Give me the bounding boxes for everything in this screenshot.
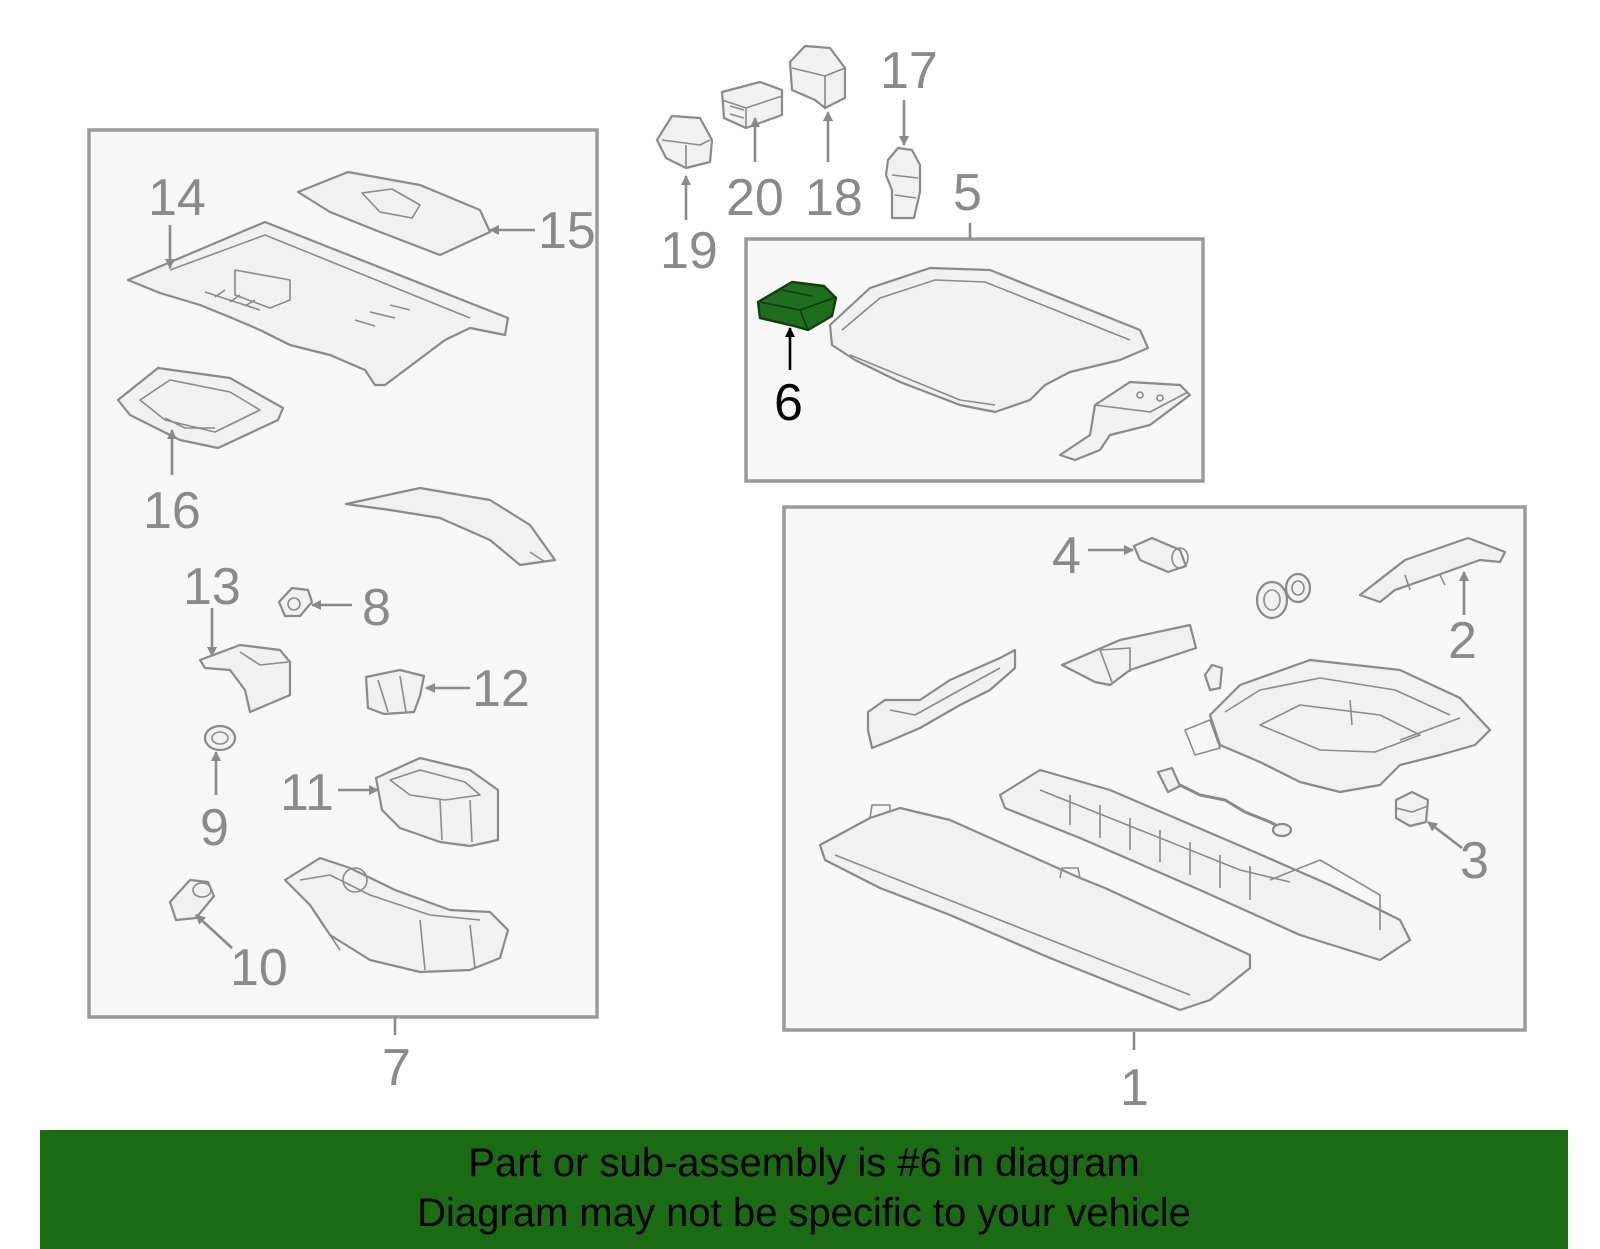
callout-1: 1 [1120,1059,1149,1117]
part-storage-bin [283,856,510,974]
callout-10: 10 [230,939,288,997]
part-5-armrest-lid [828,266,1150,414]
callout-7: 7 [382,1039,411,1097]
part-9-grommet [203,724,237,752]
part-20-switch-block [720,80,784,130]
part-11-cup-holder [374,756,500,848]
part-10-connector [168,878,216,922]
callout-9: 9 [200,799,229,857]
part-14-tray [126,220,510,387]
part-side-bracket [866,648,1017,750]
callout-12: 12 [472,660,530,718]
part-grille-panel [998,768,1412,962]
callout-11: 11 [280,764,334,822]
part-wire-harness [1156,766,1293,838]
part-6-latch-highlighted [756,280,838,332]
part-lid-strip [344,486,557,567]
part-13-bracket [198,643,292,714]
leader-3 [1427,820,1463,850]
part-16-small-tray [116,366,285,450]
part-12-clip [364,668,426,716]
callout-2: 2 [1448,612,1477,670]
callout-5: 5 [953,164,982,222]
callout-8: 8 [362,579,391,637]
callout-16: 16 [143,482,201,540]
leader-10 [195,914,233,949]
part-3-clip [1394,790,1430,828]
part-hinge [1058,380,1192,462]
callout-6: 6 [774,374,803,432]
callout-13: 13 [183,558,241,616]
part-clip-small [1203,663,1224,692]
part-base-tray [1184,658,1492,794]
part-long-trim-strip [818,804,1252,1012]
part-4-bushing [1132,536,1189,574]
part-grommet-pair [1255,572,1312,620]
callout-17: 17 [880,42,938,100]
part-17-pin [884,146,922,220]
part-19-switch [655,114,714,170]
part-18-switch [788,44,847,110]
callout-15: 15 [538,202,596,260]
part-2-bracket [1358,536,1507,604]
callout-20: 20 [726,169,784,227]
callout-4: 4 [1052,527,1081,585]
banner-line-2: Diagram may not be specific to your vehi… [417,1191,1191,1235]
callout-19: 19 [660,222,718,280]
callout-14: 14 [148,169,206,227]
info-banner: Part or sub-assembly is #6 in diagram Di… [40,1130,1568,1249]
callout-18: 18 [805,169,863,227]
banner-line-1: Part or sub-assembly is #6 in diagram [468,1141,1140,1185]
callout-3: 3 [1460,832,1489,890]
part-flat-plate [1060,623,1198,687]
